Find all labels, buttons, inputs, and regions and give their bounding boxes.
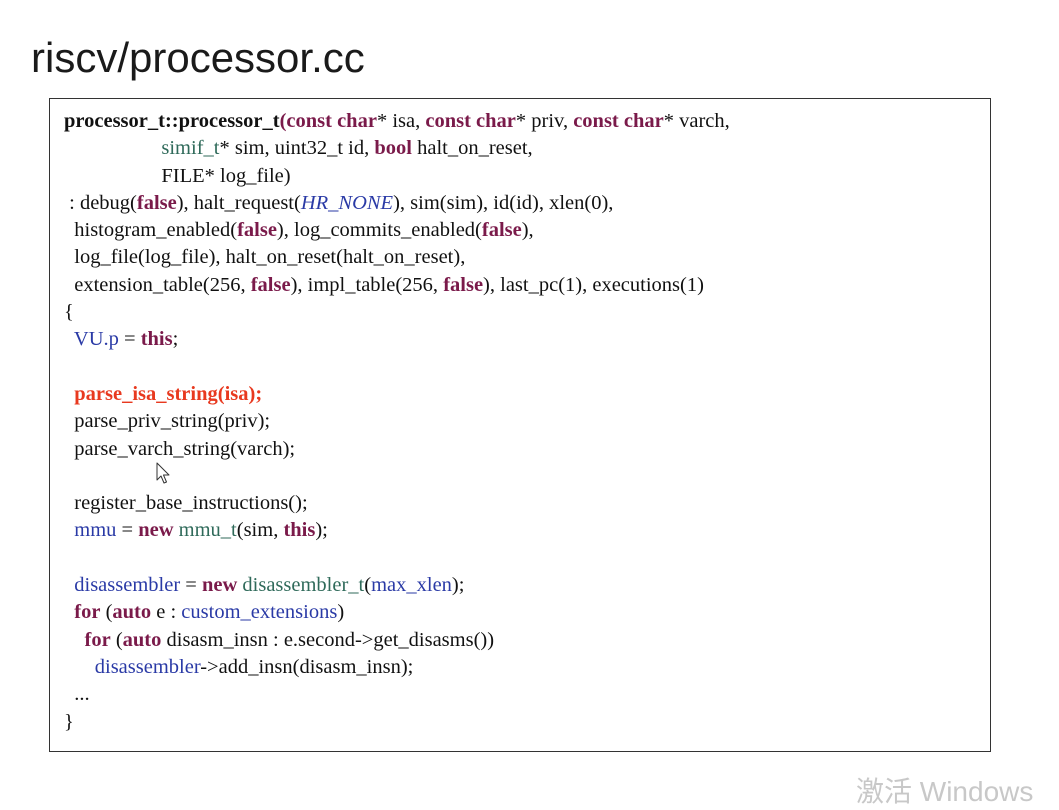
code-indent <box>64 519 74 541</box>
code-line: processor_t::processor_t(const char* isa… <box>64 108 730 135</box>
code-keyword: new <box>138 519 174 542</box>
code-token: = <box>118 328 141 351</box>
code-type: mmu_t <box>178 519 237 542</box>
code-identifier: custom_extensions <box>181 601 338 624</box>
code-token: ->add_insn(disasm_insn); <box>200 655 414 678</box>
code-line: for (auto disasm_insn : e.second->get_di… <box>64 627 730 654</box>
code-token: ( <box>279 110 287 132</box>
code-keyword: false <box>481 219 522 242</box>
code-token: ); <box>315 519 328 542</box>
code-keyword: for <box>74 601 101 624</box>
code-token: (sim, <box>236 519 284 542</box>
code-keyword: this <box>283 519 316 542</box>
code-indent <box>64 601 74 623</box>
code-identifier: max_xlen <box>371 574 452 597</box>
code-keyword: auto <box>122 628 162 651</box>
code-token: * isa, <box>376 110 426 132</box>
code-line: parse_varch_string(varch); <box>64 437 296 460</box>
code-identifier: disassembler <box>74 574 181 597</box>
code-line: mmu = new mmu_t(sim, this); <box>64 517 730 544</box>
code-indent <box>64 328 74 350</box>
code-type: disassembler_t <box>242 574 365 597</box>
code-line: VU.p = this; <box>64 326 730 353</box>
code-indent <box>64 383 74 405</box>
code-token: extension_table(256, <box>64 273 251 296</box>
code-line: { <box>64 301 74 324</box>
code-line: log_file(log_file), halt_on_reset(halt_o… <box>64 246 466 269</box>
code-token: processor_t::processor_t <box>64 110 280 132</box>
code-line: disassembler = new disassembler_t(max_xl… <box>64 572 730 599</box>
code-token: = <box>180 574 202 597</box>
code-identifier: disassembler <box>94 655 201 678</box>
code-type: simif_t <box>161 137 220 160</box>
page-title: riscv/processor.cc <box>31 34 365 81</box>
code-token: ); <box>451 574 465 597</box>
code-line: extension_table(256, false), impl_table(… <box>64 272 730 299</box>
code-token: : debug( <box>64 191 137 214</box>
code-token: ), sim(sim), id(id), xlen(0), <box>393 191 614 214</box>
code-line: disassembler->add_insn(disasm_insn); <box>64 654 730 681</box>
code-indent <box>64 656 95 678</box>
code-keyword: const char <box>425 110 516 132</box>
code-token: ; <box>172 328 179 351</box>
code-token: ), halt_request( <box>176 191 301 214</box>
code-token: ), last_pc(1), executions(1) <box>483 273 704 296</box>
code-token: e : <box>151 601 182 624</box>
code-identifier: VU.p <box>73 328 119 351</box>
code-token: ), impl_table(256, <box>290 273 444 296</box>
code-line: for (auto e : custom_extensions) <box>64 599 730 626</box>
code-token: ( <box>364 574 372 597</box>
code-token: disasm_insn : e.second->get_disasms()) <box>161 628 495 651</box>
code-token: ), <box>521 219 534 242</box>
code-keyword: this <box>140 328 173 351</box>
code-line: } <box>64 710 74 733</box>
code-line: ... <box>64 683 90 706</box>
code-token: * varch, <box>663 110 730 132</box>
code-indent <box>64 137 161 159</box>
code-token: * sim, uint32_t id, <box>219 137 375 160</box>
code-highlight: parse_isa_string(isa); <box>74 382 263 405</box>
code-indent <box>64 574 74 596</box>
code-identifier: mmu <box>74 519 117 542</box>
code-keyword: new <box>201 574 238 597</box>
code-keyword: false <box>237 219 277 242</box>
code-token: halt_on_reset, <box>411 137 533 160</box>
code-listing: processor_t::processor_t(const char* isa… <box>64 108 730 736</box>
code-line: parse_priv_string(priv); <box>64 410 271 433</box>
code-token: * priv, <box>515 110 574 132</box>
code-keyword: false <box>136 191 177 214</box>
code-constant: HR_NONE <box>300 191 394 214</box>
code-keyword: const char <box>286 110 377 132</box>
activation-watermark: 激活 Windows <box>856 776 1034 807</box>
code-token: ), log_commits_enabled( <box>276 219 482 242</box>
code-token: histogram_enabled( <box>64 219 238 242</box>
code-keyword: const char <box>573 110 664 132</box>
code-line: simif_t* sim, uint32_t id, bool halt_on_… <box>64 135 730 162</box>
code-line-blank <box>64 545 730 572</box>
code-token: = <box>116 519 139 542</box>
code-line-highlighted: parse_isa_string(isa); <box>64 381 730 408</box>
code-token: ) <box>337 601 345 624</box>
code-indent <box>64 629 85 651</box>
code-keyword: false <box>250 273 291 296</box>
code-line: : debug(false), halt_request(HR_NONE), s… <box>64 190 730 217</box>
code-token: ( <box>110 628 123 651</box>
code-line: register_base_instructions(); <box>64 492 308 515</box>
code-keyword: bool <box>374 137 412 160</box>
code-line-blank <box>64 354 730 381</box>
code-line: FILE* log_file) <box>64 164 291 187</box>
code-keyword: false <box>443 273 484 296</box>
code-keyword: for <box>84 628 111 651</box>
mouse-pointer-icon <box>156 462 170 484</box>
code-line: histogram_enabled(false), log_commits_en… <box>64 217 730 244</box>
code-keyword: auto <box>112 601 152 624</box>
code-token: ( <box>100 601 113 624</box>
code-box <box>49 98 991 752</box>
